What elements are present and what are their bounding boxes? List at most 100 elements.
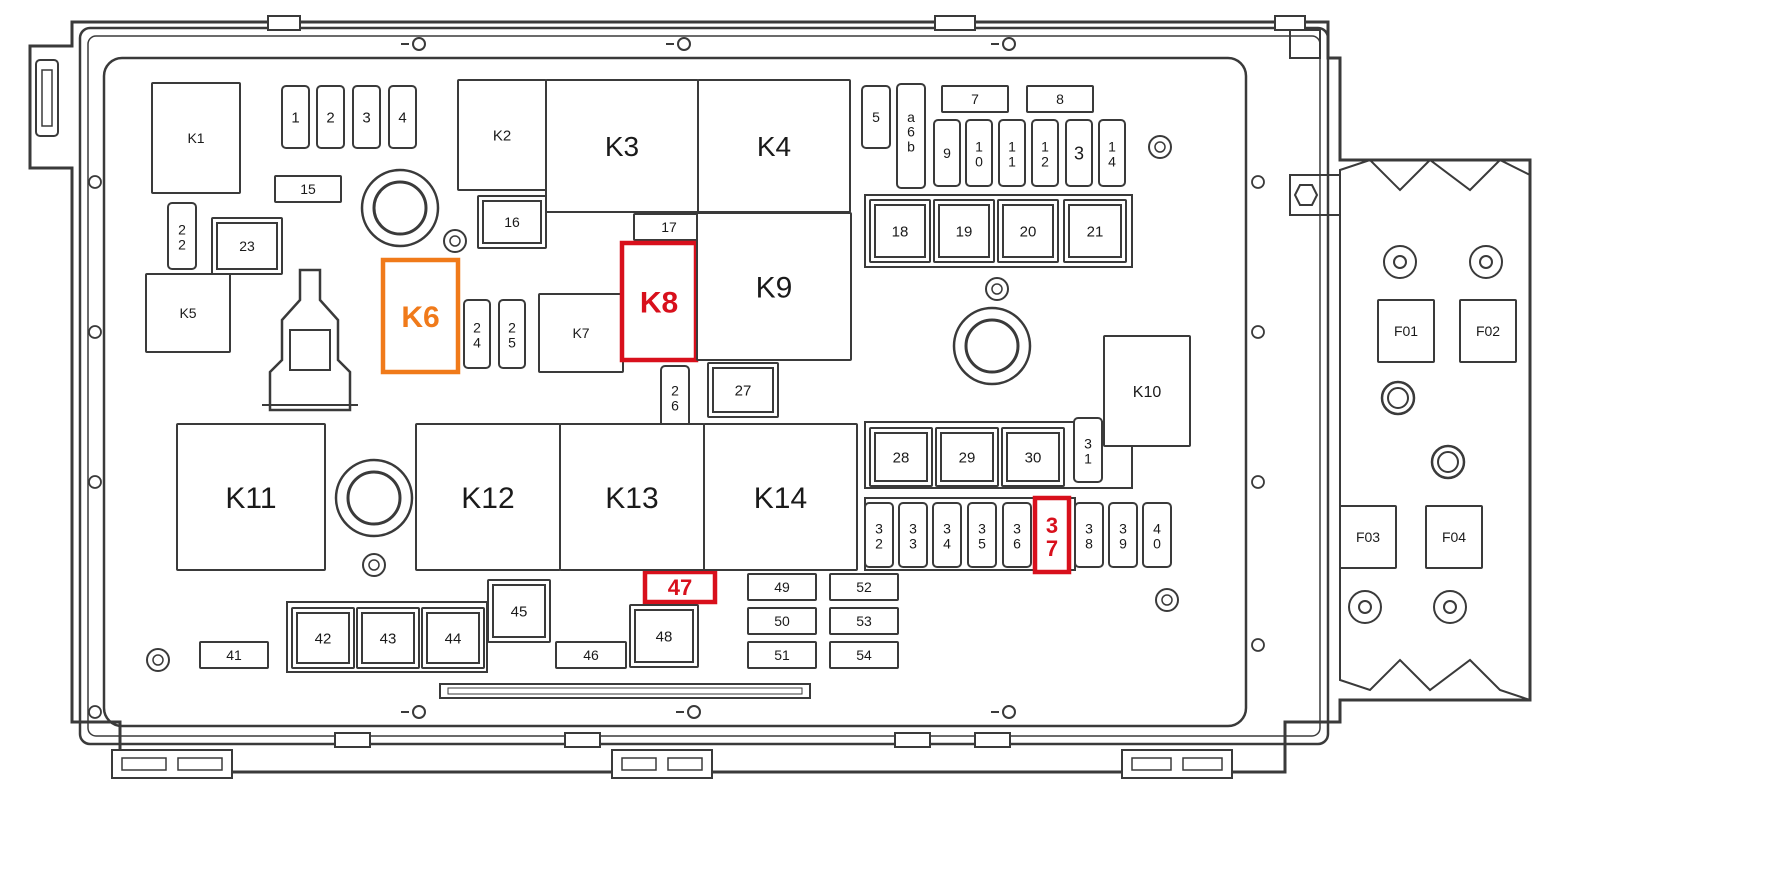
slot-label: 30: [1025, 449, 1042, 466]
right-top-latch: [1289, 29, 1321, 59]
slot-label: K2: [493, 127, 511, 144]
relay-k11: K11: [176, 423, 326, 571]
slot-outline: [747, 607, 817, 635]
bottom-clip: [611, 749, 713, 779]
slot-outline: [864, 502, 894, 568]
fuse-f42: 42: [291, 607, 355, 669]
edge-pin: [1251, 475, 1265, 489]
bottom-clip-slot: [121, 757, 167, 771]
left-latch-slot: [41, 69, 53, 127]
slot-inner: [216, 222, 278, 270]
top-tab: [267, 15, 301, 31]
slot-label: K1: [187, 130, 204, 146]
harness-clip-window: [289, 329, 331, 371]
mounting-stud: [952, 306, 1032, 386]
slot-outline: [1425, 505, 1483, 569]
slot-outline: [829, 641, 899, 669]
bottom-clip-slot: [621, 757, 657, 771]
hinge-circle: [412, 705, 426, 719]
slot-label: K6: [401, 301, 439, 334]
fuse-f5: 5: [861, 85, 891, 149]
mounting-stud-core: [372, 180, 428, 236]
slot-label: F02: [1476, 323, 1500, 339]
slot-label: K14: [754, 482, 807, 515]
slot-label: 7: [971, 91, 979, 107]
slot-outline: [829, 573, 899, 601]
slot-outline: [352, 85, 381, 149]
slot-inner: [296, 612, 350, 664]
screw-core: [368, 559, 380, 571]
slot-outline: [1339, 505, 1397, 569]
slot-outline: [274, 175, 342, 203]
hinge-circle: [1002, 37, 1016, 51]
edge-pin: [1251, 175, 1265, 189]
slot-outline: [1002, 502, 1032, 568]
edge-pin: [88, 475, 102, 489]
slot-label: 50: [774, 613, 790, 629]
fuse-f9: 9: [933, 119, 961, 187]
slot-outline: [869, 199, 931, 263]
fuse-f52: 52: [829, 573, 899, 601]
slot-outline: [176, 423, 326, 571]
slot-outline: [1031, 119, 1059, 187]
fuse-f46: 46: [555, 641, 627, 669]
bottom-clip: [1121, 749, 1233, 779]
slot-label: 45: [511, 603, 528, 620]
slot-label: 54: [856, 647, 872, 663]
fuse-f2: 2: [316, 85, 345, 149]
slot-outline: [869, 427, 933, 487]
slot-inner: [634, 609, 694, 663]
slot-outline: [933, 119, 961, 187]
slot-outline: [1001, 427, 1065, 487]
relay-k9: K9: [696, 212, 852, 361]
relay-k8: K8: [619, 240, 699, 363]
maxi-fuse-f03: F03: [1339, 505, 1397, 569]
slot-outline: [1459, 299, 1517, 363]
slot-inner: [712, 367, 774, 413]
fuse-f13: 3: [1065, 119, 1093, 187]
slot-label: 49: [774, 579, 790, 595]
slot-inner: [940, 432, 994, 482]
slot-outline: [629, 604, 699, 668]
fuse-f30: 30: [1001, 427, 1065, 487]
fuse-f15: 15: [274, 175, 342, 203]
fuse-f41: 41: [199, 641, 269, 669]
slot-label: 44: [445, 630, 462, 647]
maxi-fuse-module: [1289, 158, 1531, 702]
slot-outline: [861, 85, 891, 149]
highlight-outline: [619, 240, 699, 363]
slot-outline: [555, 641, 627, 669]
slot-outline: [933, 199, 995, 263]
slot-outline: [421, 607, 485, 669]
harness-clip-body: [268, 268, 352, 412]
relay-k3: K3: [545, 79, 699, 213]
maxi-terminal: [1383, 245, 1417, 279]
fuse-row-frame: [864, 194, 1133, 268]
fuse-f16: 16: [477, 195, 547, 249]
slot-outline: [1074, 502, 1104, 568]
mounting-hardware: [146, 135, 1531, 702]
slot-inner: [361, 612, 415, 664]
hinge-circle: [687, 705, 701, 719]
edge-pin: [88, 175, 102, 189]
maxi-fuse-f02: F02: [1459, 299, 1517, 363]
fuse-f23: 23: [211, 217, 283, 275]
slot-inner: [1006, 432, 1060, 482]
stud-core: [1437, 451, 1459, 473]
slot-label: 20: [1020, 223, 1037, 240]
